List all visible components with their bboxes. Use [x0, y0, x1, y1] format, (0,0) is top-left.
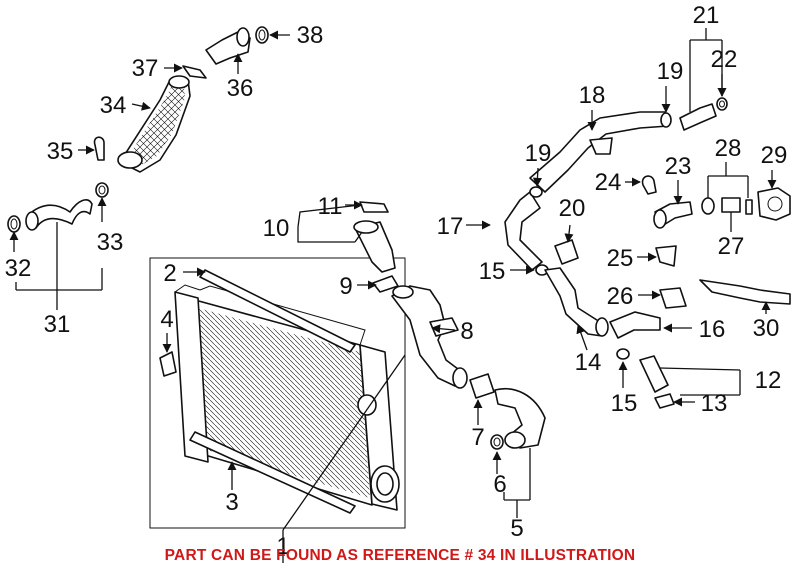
callout-15a: 15: [479, 258, 506, 285]
callout-32: 32: [5, 255, 32, 282]
callout-35: 35: [47, 138, 74, 165]
callout-24: 24: [595, 169, 622, 196]
seal-ring: [255, 26, 269, 44]
callout-34: 34: [100, 92, 127, 119]
hose-clamp: [654, 393, 675, 409]
callout-26: 26: [607, 283, 634, 310]
mounting-bracket: [659, 287, 687, 309]
callout-labels: 1 2 3 4 5 6 7 8 9 10 11 12 13 14 15 15 1…: [5, 2, 788, 560]
callout-27: 27: [718, 233, 745, 260]
callout-13: 13: [701, 390, 728, 417]
intercooler-group: [149, 257, 406, 529]
callout-8: 8: [460, 318, 473, 345]
callout-23: 23: [665, 153, 692, 180]
callout-36: 36: [227, 75, 254, 102]
callout-4: 4: [160, 306, 173, 333]
callout-38: 38: [297, 22, 324, 49]
clamp-ring: [95, 182, 109, 198]
center-charge-pipes: [353, 201, 546, 450]
callout-20: 20: [559, 195, 586, 222]
right-charge-pipes: [504, 97, 791, 409]
charge-hose: [27, 199, 93, 229]
callout-22: 22: [711, 46, 738, 73]
retaining-clip: [93, 136, 105, 161]
clip-part: [159, 351, 177, 377]
callout-14: 14: [575, 349, 602, 376]
short-hose: [679, 103, 717, 131]
callout-11: 11: [318, 193, 343, 220]
mounting-bracket: [554, 239, 579, 265]
charge-hose: [354, 221, 396, 273]
callout-10: 10: [263, 215, 290, 242]
callout-2: 2: [163, 260, 176, 287]
callout-33: 33: [97, 229, 124, 256]
hose-clamp: [660, 112, 672, 128]
callout-12: 12: [755, 367, 782, 394]
hose-clamp: [529, 186, 543, 198]
callout-19b: 19: [657, 58, 684, 85]
callout-25: 25: [607, 245, 634, 272]
left-charge-pipes: [7, 26, 269, 233]
callout-29: 29: [761, 142, 788, 169]
connector: [721, 197, 741, 213]
leader-lines: [9, 28, 777, 563]
coolant-pipe: [544, 267, 603, 337]
callout-31: 31: [44, 311, 71, 338]
callout-28: 28: [715, 135, 742, 162]
coolant-hose: [639, 355, 669, 393]
support-bracket: [699, 279, 791, 305]
seal-ring: [490, 434, 504, 450]
mounting-bracket: [655, 245, 677, 267]
hose-clamp: [469, 373, 495, 399]
callout-19a: 19: [525, 140, 552, 167]
hose-clamp: [182, 65, 207, 79]
callout-6: 6: [493, 471, 506, 498]
callout-15b: 15: [611, 390, 638, 417]
hose-clamp: [616, 348, 630, 360]
callout-17: 17: [437, 213, 464, 240]
coolant-pump: [757, 187, 791, 221]
coolant-hose: [504, 191, 543, 271]
charge-pipe: [391, 285, 463, 387]
hose-clamp: [359, 201, 389, 213]
charge-hose: [494, 388, 546, 449]
intercooler-frame: [149, 257, 406, 529]
seal-ring: [701, 197, 715, 215]
callout-21: 21: [693, 2, 720, 29]
callout-37: 37: [132, 55, 159, 82]
footer-note: PART CAN BE FOUND AS REFERENCE # 34 IN I…: [165, 547, 636, 564]
callout-3: 3: [225, 489, 238, 516]
lower-air-guide: [189, 431, 356, 514]
seal-ring: [716, 97, 728, 111]
clamp-ring: [7, 215, 21, 233]
callout-1: 1: [276, 533, 289, 560]
heat-shield: [609, 311, 661, 339]
callout-30: 30: [753, 315, 780, 342]
callout-7: 7: [471, 424, 484, 451]
callout-5: 5: [510, 515, 523, 542]
callout-9: 9: [339, 273, 352, 300]
callout-18: 18: [579, 82, 606, 109]
retaining-clip: [641, 175, 657, 195]
callout-16: 16: [699, 316, 726, 343]
